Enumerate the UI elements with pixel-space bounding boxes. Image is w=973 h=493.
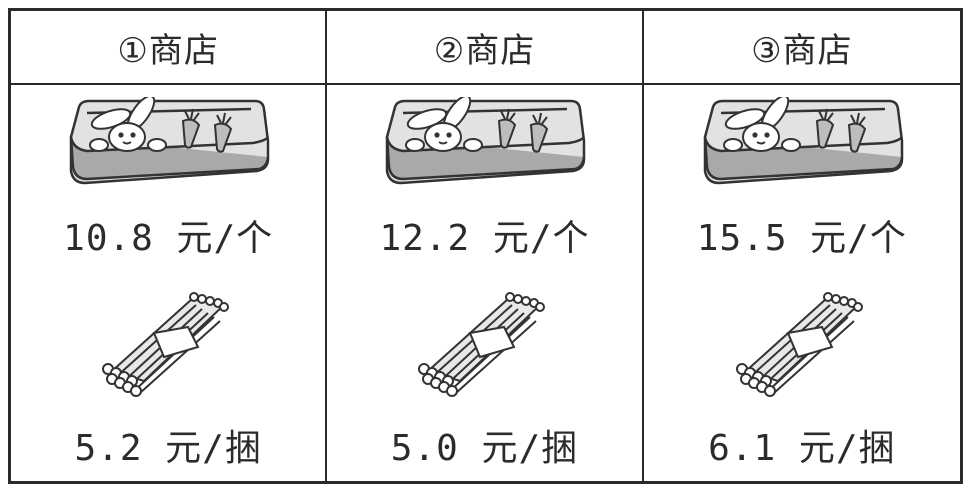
chalk-bundle-icon: [102, 292, 230, 397]
price-table: ①商店 ②商店 ③商店: [8, 8, 963, 484]
shop-2-chalk-price: 5.0 元/捆: [390, 428, 579, 469]
shop-1-chalk-price: 5.2 元/捆: [74, 428, 262, 469]
shop-2-box-price: 12.2 元/个: [379, 218, 590, 259]
shop-2-header: ②商店: [327, 11, 644, 85]
shop-3-header: ③商店: [643, 11, 960, 85]
shop-1-header: ①商店: [11, 11, 328, 85]
shop-3-chalk-price: 6.1 元/捆: [708, 428, 896, 469]
shop-3-box-price: 15.5 元/个: [696, 218, 907, 259]
pencil-box-icon: [69, 97, 270, 185]
shop-1-column: 10.8 元/个: [11, 85, 328, 481]
shop-2-column: 12.2 元/个: [327, 85, 644, 481]
shop-3-column: 15.5 元/个: [644, 85, 960, 481]
shop-1-box-price: 10.8 元/个: [63, 218, 274, 259]
pencil-box-icon: [386, 97, 586, 185]
chalk-bundle-icon: [735, 292, 863, 397]
pencil-box-icon: [703, 97, 904, 185]
chalk-bundle-icon: [418, 292, 546, 397]
